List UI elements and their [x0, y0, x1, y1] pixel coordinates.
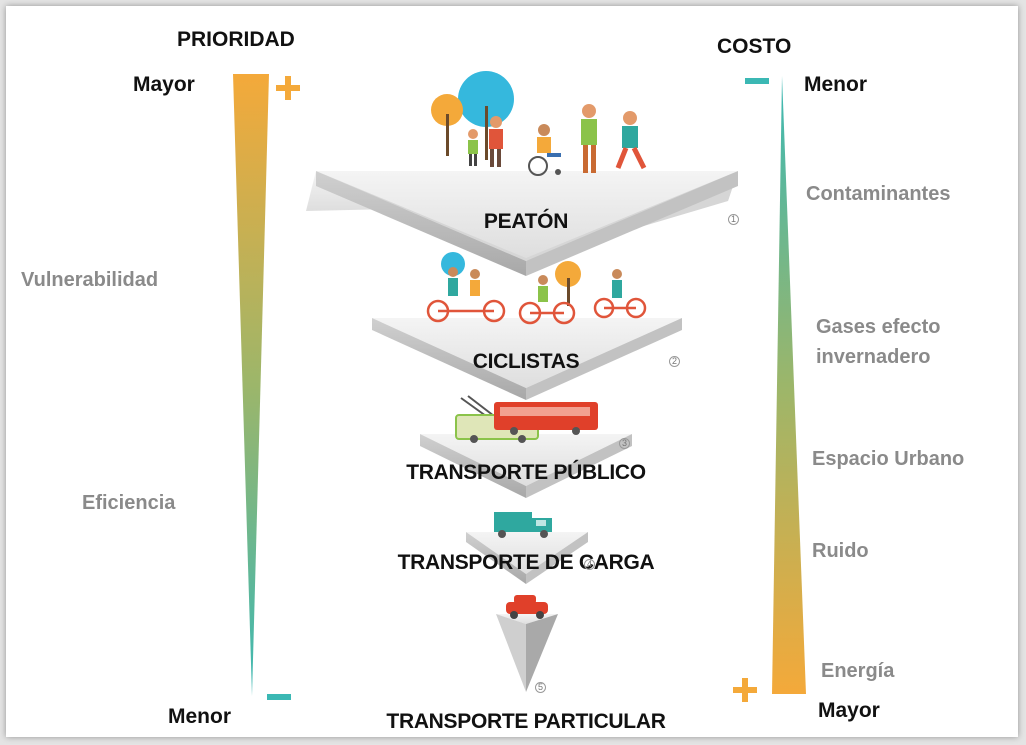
priority-minus-icon [267, 694, 291, 700]
diagram-card: PRIORIDAD Mayor Menor Vulnerabilidad Efi… [6, 6, 1018, 737]
tier-slab-transporte-particular [496, 614, 558, 692]
cost-factor-gases-1: Gases efecto [816, 316, 941, 338]
priority-wedge [233, 74, 269, 696]
tier-number-5: 5 [535, 682, 546, 693]
tier-slab-ciclistas [372, 318, 682, 400]
car-icon [506, 595, 548, 619]
cost-minus-icon [745, 78, 769, 84]
tier-slab-peaton [306, 171, 738, 276]
cost-factor-ruido: Ruido [812, 540, 869, 562]
cost-factor-gases-2: invernadero [816, 346, 931, 368]
truck-icon [494, 512, 552, 538]
cost-title: COSTO [717, 35, 792, 58]
priority-factor-eficiencia: Eficiencia [82, 492, 176, 514]
priority-title: PRIORIDAD [177, 28, 295, 51]
pyramid-graphic [233, 71, 806, 702]
cost-wedge [772, 76, 806, 694]
priority-plus-icon [276, 76, 300, 100]
cost-factor-energia: Energía [821, 660, 895, 682]
cost-plus-icon [733, 678, 757, 702]
tier-number-1: 1 [728, 214, 739, 225]
tier-number-2: 2 [669, 356, 680, 367]
cost-bottom-label: Mayor [818, 699, 880, 722]
cost-top-label: Menor [804, 73, 867, 96]
tier-slab-transporte-carga [466, 532, 588, 584]
bus-icon [494, 402, 598, 435]
tier-slab-transporte-publico [420, 434, 632, 498]
tier-label-peaton: PEATÓN [483, 210, 569, 233]
tier-label-transporte-carga: TRANSPORTE DE CARGA [397, 551, 655, 574]
tier-label-ciclistas: CICLISTAS [472, 350, 580, 373]
cost-factor-espacio-urbano: Espacio Urbano [812, 448, 965, 470]
cost-factor-contaminantes: Contaminantes [806, 183, 951, 205]
cyclists-icon [426, 252, 647, 325]
tier-label-transporte-publico: TRANSPORTE PÚBLICO [406, 461, 646, 484]
priority-top-label: Mayor [133, 73, 195, 96]
tier-number-4: 4 [584, 559, 595, 570]
tier-number-3: 3 [619, 438, 630, 449]
tier-label-transporte-particular: TRANSPORTE PARTICULAR [386, 710, 666, 733]
priority-bottom-label: Menor [168, 705, 231, 728]
pedestrians-icon [431, 71, 647, 176]
priority-factor-vulnerabilidad: Vulnerabilidad [21, 269, 159, 291]
